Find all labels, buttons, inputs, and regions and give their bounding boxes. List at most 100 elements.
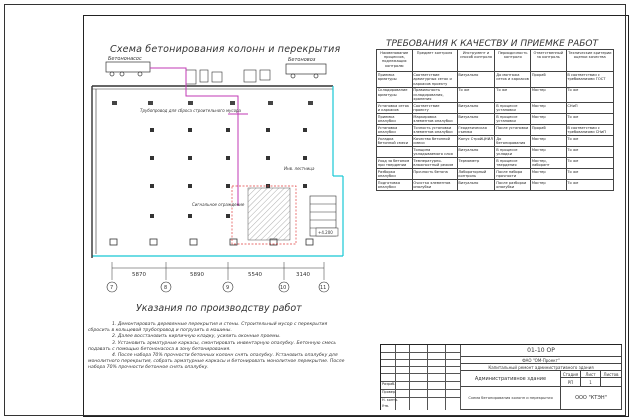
axis-7: 7 (110, 285, 113, 291)
table-cell: Установка сеток и каркасов (376, 102, 413, 114)
table-cell: Термометр (456, 157, 496, 169)
table-cell: То же (565, 146, 615, 158)
table-cell: Соответствие проекту (411, 102, 458, 114)
table-cell: Прораб (530, 71, 567, 88)
concrete-mixer-truck (285, 63, 327, 79)
outer-wall-top (92, 85, 333, 90)
dim-2: 5890 (190, 272, 204, 278)
bottom-columns (109, 238, 314, 246)
table-cell: До бетонирования (494, 135, 532, 147)
table-cell: Приемка арматуры (376, 71, 413, 88)
work-instructions: 1. Демонтировать деревянные перекрытия и… (88, 322, 350, 372)
dim-3: 5540 (248, 272, 262, 278)
table-cell: Соответствие арматурных сеток и каркасов… (411, 71, 458, 88)
concrete-pipeline (150, 67, 248, 206)
stamp-signature-grid: Разраб. Провер. Н. контр. Утв. (381, 345, 461, 410)
stamp-stage: РП (561, 378, 581, 387)
table-cell: Визуально (456, 179, 496, 191)
col-period: Периодичность контроля (494, 48, 532, 73)
table-cell: СНиП (565, 102, 615, 114)
stamp-building: Административное здание (461, 371, 561, 387)
table-cell: Уход за бетоном при твердении (376, 157, 413, 169)
table-cell: Мастер (530, 113, 567, 125)
table-cell: Конус СтройЦНИЛ (456, 135, 496, 147)
stamp-sheet-label: Лист (581, 371, 601, 378)
table-cell: Мастер (530, 168, 567, 180)
notes-title: Указания по производству работ (136, 303, 302, 314)
table-cell: То же (565, 135, 615, 147)
note-1: 1. Демонтировать деревянные перекрытия и… (88, 322, 328, 334)
table-cell: То же (494, 86, 532, 104)
table-cell: В процессе укладки (494, 146, 532, 158)
table-cell: Геодезическая съемка (456, 124, 496, 136)
table-cell: Визуально (456, 71, 496, 88)
table-cell: В соответствии с требованиями ГОСТ (565, 71, 615, 88)
dimension-line (111, 262, 325, 280)
table-cell: То же (565, 113, 615, 125)
hatched-zone (247, 187, 291, 241)
note-2: 2. Далее восстановить кирпичную кладку, … (112, 334, 281, 340)
table-cell: Складирование арматуры (376, 86, 413, 104)
table-cell: Визуально (456, 102, 496, 114)
table-cell: То же (565, 179, 615, 191)
drawing-frame (83, 15, 629, 417)
note-3: 3. Установить арматурные каркасы, смонти… (88, 340, 337, 352)
col-subject: Предмет контроля (411, 48, 458, 73)
title-block: 01-10 ОР ФАО "ОМ-Проект" Капитальный рем… (380, 344, 622, 410)
table-cell: Температурно-влажностный режим (411, 157, 458, 169)
plan-title: Схема бетонирования колонн и перекрытия (110, 44, 341, 55)
table-cell: В процессе установки (494, 113, 532, 125)
floor-plan: Бетононасос Бетоновоз Трубопровод для сб… (91, 56, 344, 293)
table-cell (376, 146, 413, 158)
machinery-cluster (185, 69, 271, 85)
axis-11: 11 (320, 285, 326, 291)
stamp-company: ООО "КТЭН" (561, 387, 622, 410)
table-cell: То же (565, 86, 615, 104)
table-cell: Правильность складирования, хранения (411, 86, 458, 104)
top-columns (112, 101, 313, 105)
table-cell: Качество бетонной смеси (411, 135, 458, 147)
signal-fence (231, 185, 297, 245)
pump-label: Бетононасос (108, 56, 142, 62)
stamp-org: ФАО "ОМ-Проект" (461, 357, 622, 364)
table-cell: Точность установки элементов опалубки (411, 124, 458, 136)
stamp-object: Капитальный ремонт административного зда… (461, 364, 622, 371)
ladder-label: Инв. лестница (284, 166, 315, 171)
axis-10: 10 (280, 285, 286, 291)
dim-1: 5870 (132, 272, 146, 278)
table-cell: После разборки опалубки (494, 179, 532, 191)
col-process: Наименование процессов, подлежащих контр… (376, 48, 413, 73)
stamp-sheets (601, 378, 622, 387)
concrete-pump-truck (105, 61, 151, 77)
dim-4: 3140 (296, 272, 310, 278)
table-cell: После набора прочности (494, 168, 532, 180)
table-cell: В соответствии с требованиями СНиП (565, 124, 615, 136)
table-cell: Мастер (530, 146, 567, 158)
cyan-walls (92, 86, 344, 257)
stamp-sheet: 1 (581, 378, 601, 387)
role-1: Разраб. (382, 382, 396, 386)
table-cell: Визуально (456, 113, 496, 125)
table-cell: Визуально (456, 146, 496, 158)
role-3: Н. контр. (382, 398, 399, 402)
requirements-title: ТРЕБОВАНИЯ К КАЧЕСТВУ И ПРИЕМКЕ РАБОТ (386, 39, 599, 49)
outer-wall-left (91, 86, 97, 258)
axis-9: 9 (226, 285, 229, 291)
axis-bubbles (106, 281, 330, 293)
table-cell: Прочность бетона (411, 168, 458, 180)
table-cell: Мастер (530, 102, 567, 114)
table-cell: После установки (494, 124, 532, 136)
table-cell: Подготовка опалубки (376, 179, 413, 191)
table-cell: Прораб (530, 124, 567, 136)
chute-label: Трубопровод для сброса строительного мус… (140, 108, 242, 113)
table-cell: Разборка опалубки (376, 168, 413, 180)
table-cell: То же (565, 157, 615, 169)
table-cell: Приемка опалубки (376, 113, 413, 125)
table-cell: Мастер, лаборант (530, 157, 567, 169)
